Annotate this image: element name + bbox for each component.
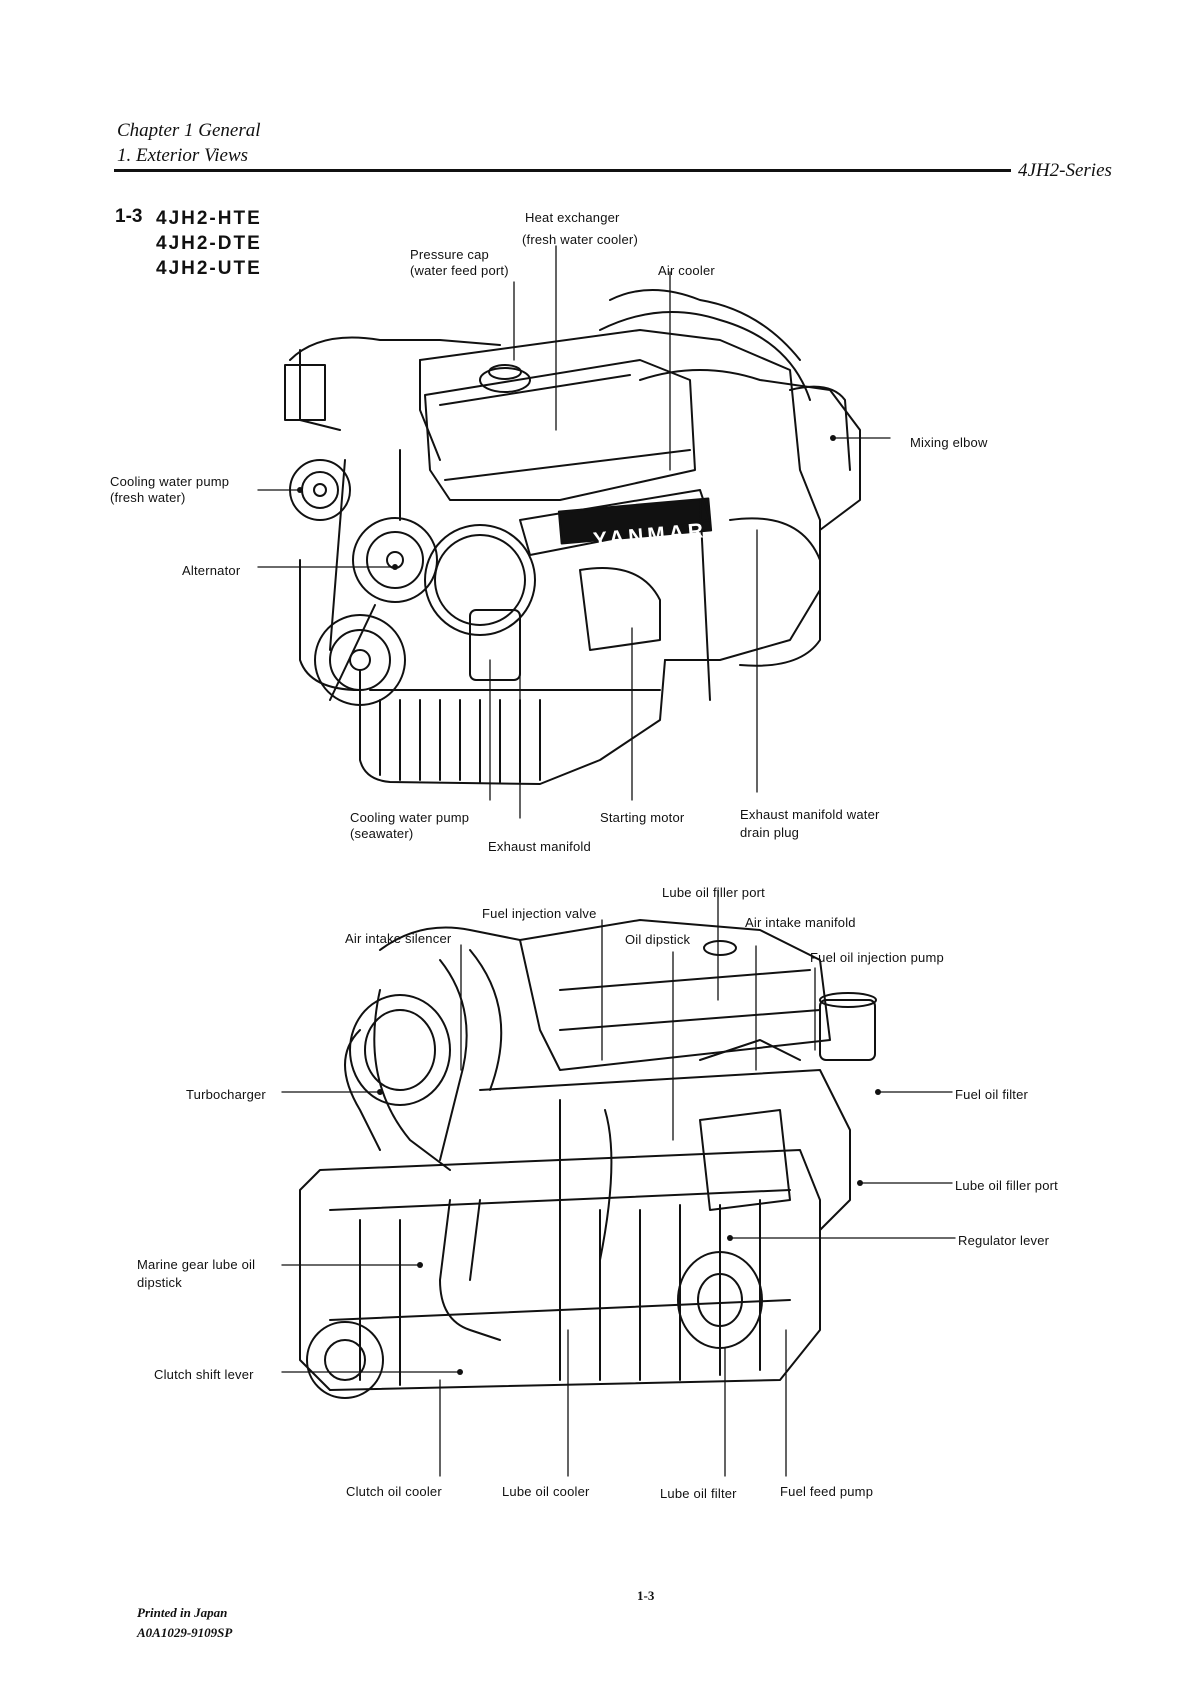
label-mixing-elbow: Mixing elbow — [910, 435, 988, 450]
label-heat-exchanger: Heat exchanger — [525, 210, 620, 225]
label-clutch-oil-cooler: Clutch oil cooler — [346, 1484, 442, 1499]
label-marine-gear-dipstick-sub: dipstick — [137, 1275, 182, 1290]
header-rule — [114, 169, 1011, 172]
model-item: 4JH2-HTE — [156, 208, 262, 229]
label-pressure-cap-sub: (water feed port) — [410, 263, 509, 278]
bottom-leader-lines — [281, 889, 956, 1477]
label-heat-exchanger-sub: (fresh water cooler) — [522, 232, 638, 247]
label-lube-oil-filler-port-top: Lube oil filler port — [662, 885, 765, 900]
page-number: 1-3 — [637, 1588, 655, 1603]
label-cooling-water-pump-fresh-sub: (fresh water) — [110, 490, 186, 505]
label-turbocharger: Turbocharger — [186, 1087, 266, 1102]
label-exhaust-manifold: Exhaust manifold — [488, 839, 591, 854]
document-code: A0A1029-9109SP — [137, 1625, 233, 1640]
figure-number: 1-3 — [115, 206, 143, 227]
label-pressure-cap: Pressure cap — [410, 247, 489, 262]
label-fuel-oil-filter: Fuel oil filter — [955, 1087, 1029, 1102]
label-fuel-oil-injection-pump: Fuel oil injection pump — [810, 950, 944, 965]
top-leader-lines — [257, 245, 891, 819]
printed-note: Printed in Japan — [137, 1605, 228, 1620]
model-list: 4JH2-HTE 4JH2-DTE 4JH2-UTE — [156, 206, 262, 281]
label-regulator-lever: Regulator lever — [958, 1233, 1050, 1248]
label-alternator: Alternator — [182, 563, 241, 578]
label-oil-dipstick: Oil dipstick — [625, 932, 691, 947]
label-cooling-water-pump-fresh: Cooling water pump — [110, 474, 230, 489]
label-lube-oil-cooler: Lube oil cooler — [502, 1484, 590, 1499]
label-clutch-shift-lever: Clutch shift lever — [154, 1367, 254, 1382]
label-cooling-water-pump-sea: Cooling water pump — [350, 810, 470, 825]
label-air-intake-silencer: Air intake silencer — [345, 931, 452, 946]
label-cooling-water-pump-sea-sub: (seawater) — [350, 826, 414, 841]
label-lube-oil-filter: Lube oil filter — [660, 1486, 737, 1501]
top-engine-drawing — [284, 289, 861, 785]
label-starting-motor: Starting motor — [600, 810, 685, 825]
label-lube-oil-filler-port-right: Lube oil filler port — [955, 1178, 1058, 1193]
bottom-engine-drawing — [299, 919, 877, 1399]
label-fuel-injection-valve: Fuel injection valve — [482, 906, 597, 921]
label-air-intake-manifold: Air intake manifold — [745, 915, 856, 930]
model-item: 4JH2-UTE — [156, 258, 262, 279]
label-fuel-feed-pump: Fuel feed pump — [780, 1484, 874, 1499]
label-exhaust-drain-plug: Exhaust manifold water — [740, 807, 880, 822]
section-title: 1. Exterior Views — [117, 145, 249, 166]
label-exhaust-drain-plug-sub: drain plug — [740, 825, 800, 840]
label-air-cooler: Air cooler — [658, 263, 715, 278]
label-marine-gear-dipstick: Marine gear lube oil — [137, 1257, 256, 1272]
series-label: 4JH2-Series — [1018, 160, 1112, 181]
model-item: 4JH2-DTE — [156, 233, 262, 254]
chapter-title: Chapter 1 General — [117, 120, 261, 141]
